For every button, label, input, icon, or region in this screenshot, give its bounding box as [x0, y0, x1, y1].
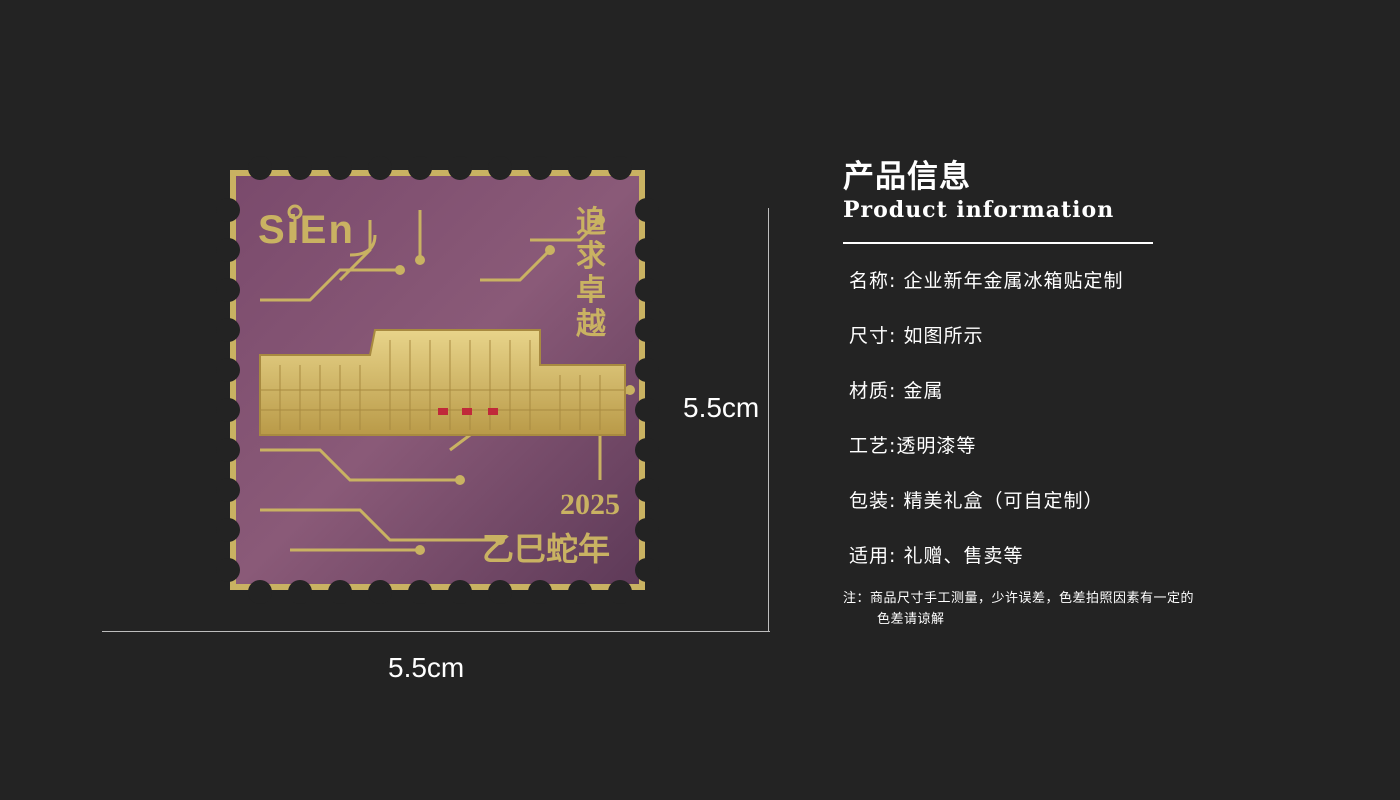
note-line-2: 色差请谅解 [877, 612, 945, 627]
building-relief [259, 329, 626, 436]
badge-slogan: 追求卓越 [576, 205, 606, 342]
product-info-panel: 产品信息 Product information 名称: 企业新年金属冰箱贴定制… [843, 155, 1293, 630]
spec-size: 尺寸: 如图所示 [849, 325, 984, 347]
spec-name: 名称: 企业新年金属冰箱贴定制 [849, 270, 1124, 292]
badge-year: 2025 [560, 488, 620, 521]
spec-material: 材质: 金属 [849, 380, 944, 402]
title-divider [843, 242, 1153, 244]
badge-zodiac: 乙巳蛇年 [482, 530, 611, 568]
spec-craft: 工艺:透明漆等 [849, 435, 977, 457]
height-dimension-line [768, 208, 769, 632]
info-title-cn: 产品信息 [843, 159, 971, 195]
spec-usage: 适用: 礼赠、售卖等 [849, 545, 1024, 567]
badge-brand: SiEn [258, 208, 355, 252]
note-line-1: 注：商品尺寸手工测量，少许误差，色差拍照因素有一定的 [843, 591, 1195, 606]
spec-packaging: 包装: 精美礼盒（可自定制） [849, 490, 1104, 512]
disclaimer-note: 注：商品尺寸手工测量，少许误差，色差拍照因素有一定的 色差请谅解 [843, 588, 1293, 630]
height-dimension-label: 5.5cm [683, 392, 760, 423]
width-dimension-line [102, 631, 770, 632]
product-image: SiEn 追求卓越 2025 乙巳蛇年 [200, 150, 670, 610]
width-dimension-label: 5.5cm [388, 652, 465, 683]
spec-list: 名称: 企业新年金属冰箱贴定制 尺寸: 如图所示 材质: 金属 工艺:透明漆等 … [843, 266, 1293, 571]
info-title-en: Product information [843, 197, 1115, 223]
